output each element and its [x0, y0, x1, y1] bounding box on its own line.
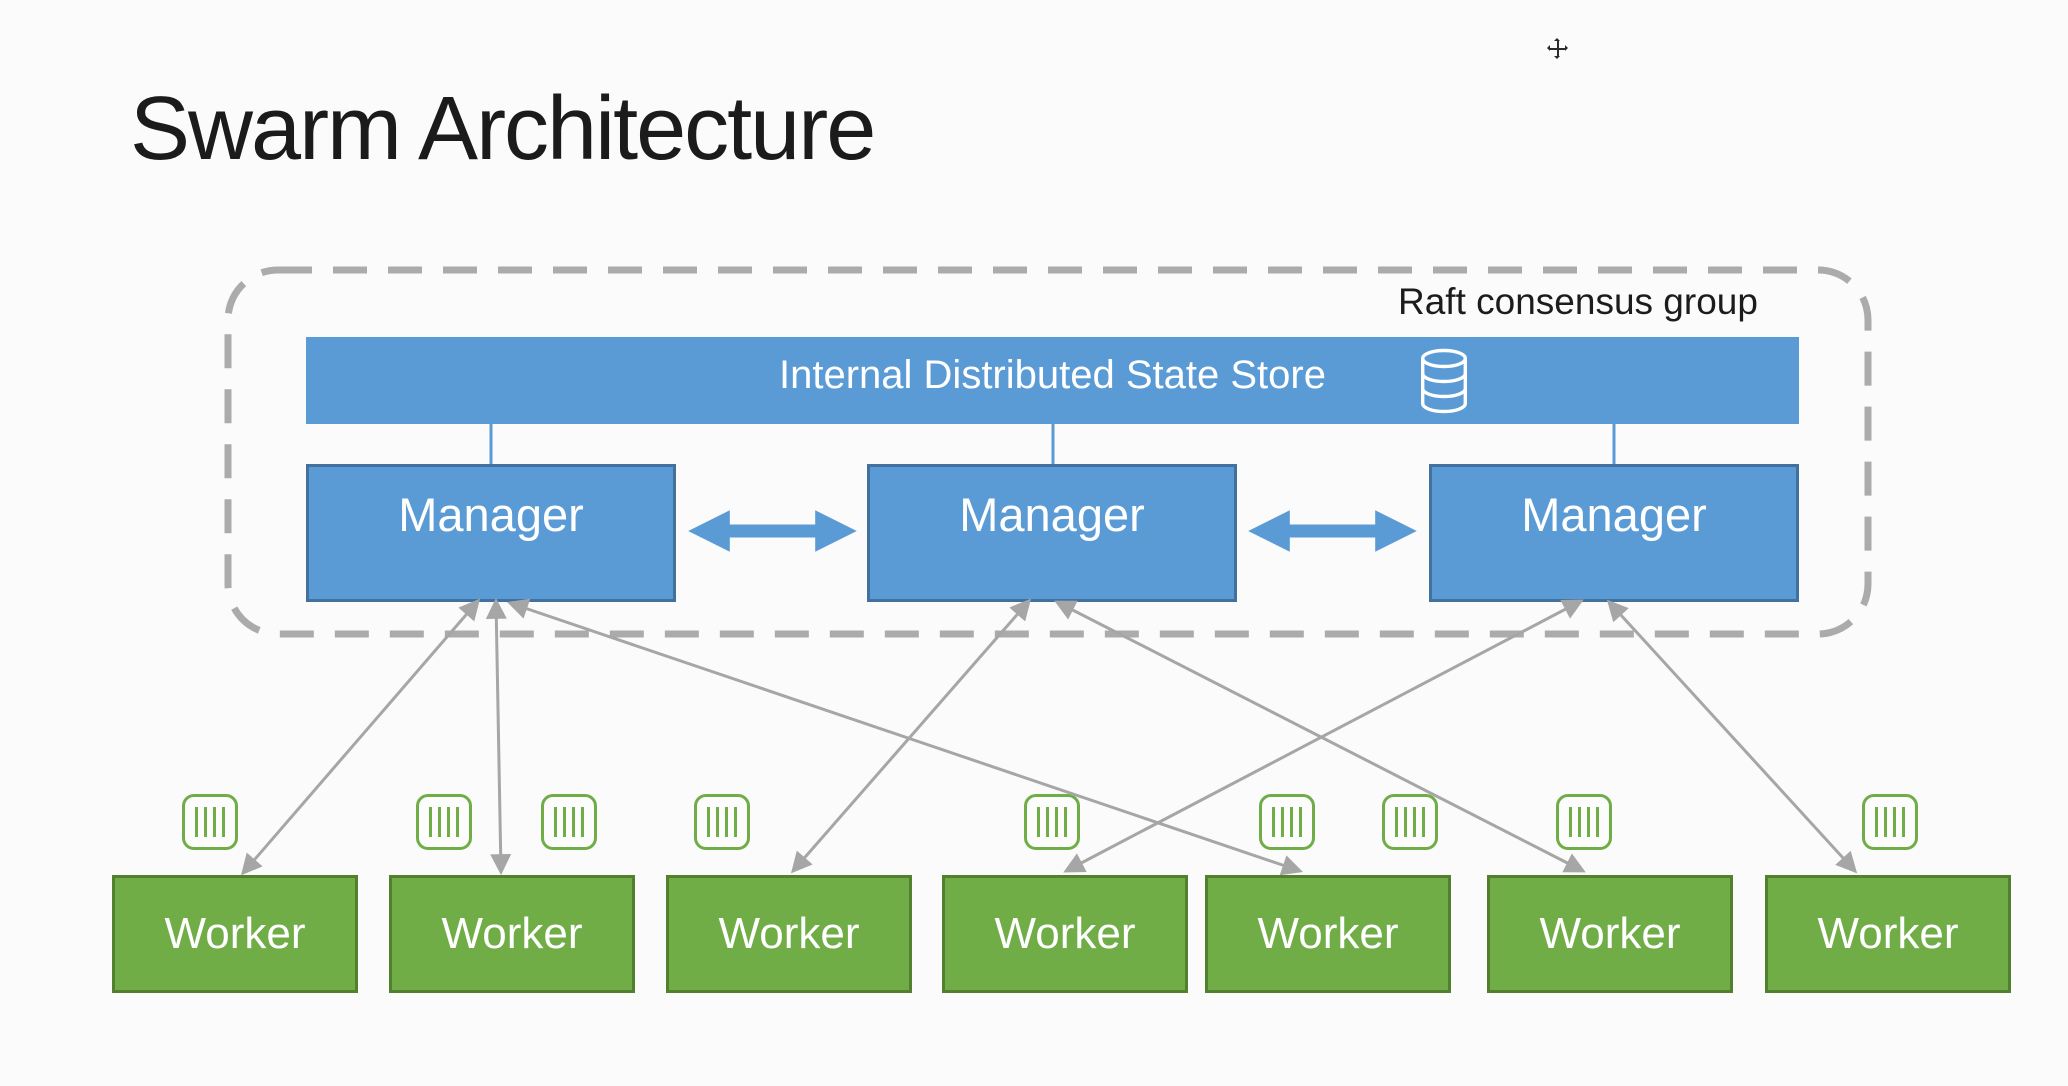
worker-label: Worker [994, 909, 1136, 958]
container-icon [1556, 794, 1612, 850]
manager-box-1: Manager [306, 464, 676, 602]
raft-group-label: Raft consensus group [1398, 281, 1758, 322]
container-icon [541, 794, 597, 850]
worker-box-7: Worker [1765, 875, 2011, 993]
worker-label: Worker [164, 909, 306, 958]
container-icon [1382, 794, 1438, 850]
worker-box-4: Worker [942, 875, 1188, 993]
state-store-bar: Internal Distributed State Store [306, 337, 1799, 424]
container-icon [1024, 794, 1080, 850]
worker-label: Worker [1257, 909, 1399, 958]
container-icon [416, 794, 472, 850]
worker-label: Worker [718, 909, 860, 958]
manager-box-2: Manager [867, 464, 1237, 602]
container-icon [1259, 794, 1315, 850]
container-icon [1862, 794, 1918, 850]
manager3-worker7-link [1606, 599, 1858, 874]
manager-label: Manager [398, 487, 584, 541]
manager-label: Manager [1521, 487, 1707, 541]
worker-label: Worker [1539, 909, 1681, 958]
worker-box-3: Worker [666, 875, 912, 993]
manager-label: Manager [959, 487, 1145, 541]
container-icon [182, 794, 238, 850]
page-title: Swarm Architecture [130, 79, 876, 179]
manager2-worker6-link [1054, 600, 1586, 873]
worker-label: Worker [1817, 909, 1959, 958]
worker-box-2: Worker [389, 875, 635, 993]
manager-box-3: Manager [1429, 464, 1799, 602]
manager2-worker3-link [790, 598, 1032, 874]
manager3-worker4-link [1063, 599, 1584, 873]
state-store-label: Internal Distributed State Store [779, 353, 1326, 397]
container-icon [694, 794, 750, 850]
worker-box-1: Worker [112, 875, 358, 993]
database-icon [1421, 348, 1467, 414]
manager1-worker2-link [485, 597, 512, 876]
worker-box-5: Worker [1205, 875, 1451, 993]
worker-box-6: Worker [1487, 875, 1733, 993]
manager1-worker5-link [507, 598, 1303, 876]
worker-label: Worker [441, 909, 583, 958]
move-cursor-icon [1547, 38, 1568, 59]
